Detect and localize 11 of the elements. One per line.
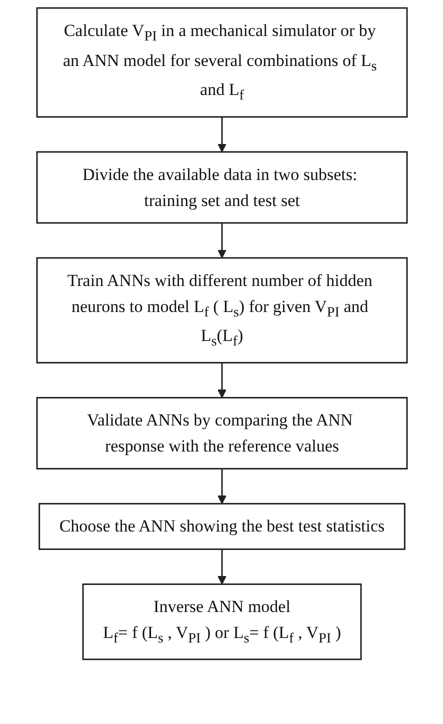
node-box: Train ANNs with different number of hidden neurons to model L$_{f}$ ( L$_{s}$) for given V$_{PI}$ and L$_{s}$(L$_{f}$) bbox=[36, 257, 408, 364]
arrow bbox=[217, 222, 226, 258]
arrow bbox=[217, 468, 226, 504]
node-box: Choose the ANN showing the best test statistics bbox=[38, 502, 405, 550]
arrow bbox=[217, 116, 226, 152]
arrow bbox=[217, 362, 226, 398]
node-box: Inverse ANN model L$_{f}$= f (L$_{s}$ , V$_{PI}$ ) or L$_{s}$= f (L$_{f}$ , V$_{PI}$ ) bbox=[82, 583, 362, 660]
node-box: Divide the available data in two subsets: training set and test set bbox=[36, 151, 408, 224]
arrow bbox=[217, 549, 226, 585]
node-box: Validate ANNs by comparing the ANN response with the reference values bbox=[36, 396, 408, 470]
node-box: Calculate V$_{PI}$ in a mechanical simulator or by an ANN model for several combinations of L$_{s}$ and L$_{f}$ bbox=[36, 7, 408, 118]
